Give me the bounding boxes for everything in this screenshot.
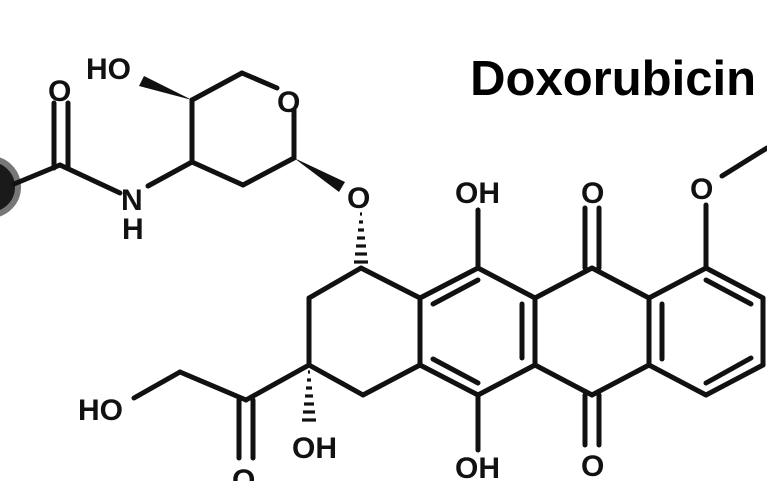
label-o-ketone: O xyxy=(232,464,255,481)
label-h-amide: H xyxy=(122,213,144,246)
bond-c6a-c7 xyxy=(358,265,423,301)
bond-c4 xyxy=(589,362,652,398)
bond-c9-ketone xyxy=(243,362,312,403)
label-n-amide: N xyxy=(121,184,143,217)
bond-c9-c10 xyxy=(306,362,366,398)
bond-omethoxy-ch3 xyxy=(719,145,767,179)
hash-o-c7 xyxy=(354,212,368,264)
bond-b5 xyxy=(417,362,481,398)
compound-title: Doxorubicin xyxy=(470,52,756,106)
bond-c7-c8 xyxy=(306,265,364,301)
label-o-methoxy: O xyxy=(690,173,713,206)
hash-c9-oh xyxy=(302,370,316,422)
bond-b4 xyxy=(475,362,538,398)
bond-n-c3 xyxy=(145,159,195,189)
label-o-ring: O xyxy=(277,86,300,119)
bond-b1 xyxy=(417,265,481,301)
attachment-point-blob xyxy=(0,157,21,217)
bond-d-inner2 xyxy=(703,355,754,386)
label-o-carbonyl: O xyxy=(48,75,71,108)
bond-b2 xyxy=(475,265,538,301)
label-oh-top: OH xyxy=(455,177,500,210)
label-o-quinone-top: O xyxy=(581,177,604,210)
bond-c2-c3 xyxy=(189,159,246,188)
bond-d2 xyxy=(703,265,766,301)
bond-c5 xyxy=(532,362,595,398)
bond-ketone-ch2 xyxy=(177,369,249,403)
label-ho-side: HO xyxy=(78,394,123,427)
bond-d4 xyxy=(703,362,766,398)
bond-c-n xyxy=(57,162,123,196)
bond-c5-o xyxy=(239,70,280,91)
bond-c2 xyxy=(589,265,652,301)
label-o-quinone-bottom: O xyxy=(581,450,604,481)
bond-d-inner1 xyxy=(703,277,754,307)
label-oh-bottom: OH xyxy=(455,452,500,481)
bond-ch2-oh xyxy=(131,369,183,401)
bond-d5 xyxy=(646,362,709,398)
wedge-c1-o xyxy=(294,158,345,192)
bond-c1-c2 xyxy=(240,155,297,188)
bond-b-inner3 xyxy=(430,356,481,386)
label-oh-c9: OH xyxy=(292,432,337,465)
bond-c10-c10a xyxy=(360,362,423,398)
bond-c4-c5 xyxy=(189,70,245,103)
bond-c1 xyxy=(532,265,595,301)
label-ho-sugar: HO xyxy=(86,53,131,86)
bond-d1 xyxy=(646,265,709,301)
label-o-glycoside: O xyxy=(347,182,370,215)
bond-b-inner1 xyxy=(430,277,481,307)
wedge-c4-ho xyxy=(139,76,192,100)
